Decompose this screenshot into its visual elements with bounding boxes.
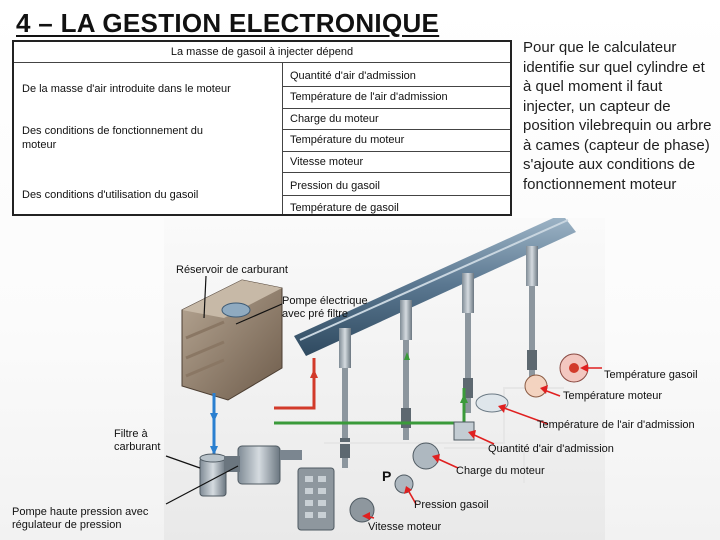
cell-engine-temperature: Température du moteur bbox=[290, 134, 405, 146]
slide-title: 4 – LA GESTION ELECTRONIQUE bbox=[16, 8, 440, 38]
flow-arrows bbox=[210, 352, 468, 455]
cell-engine-speed: Vitesse moteur bbox=[290, 156, 364, 168]
injectors bbox=[339, 246, 538, 468]
label-engine-load: Charge du moteur bbox=[456, 465, 545, 477]
label-engine-temperature: Température moteur bbox=[563, 390, 663, 402]
fuel-tank bbox=[181, 279, 283, 401]
cell-air-temperature: Température de l'air d'admission bbox=[290, 91, 448, 103]
criteria-table: La masse de gasoil à injecter dépend De … bbox=[12, 40, 512, 216]
label-air-quantity: Quantité d'air d'admission bbox=[488, 443, 614, 455]
engine-temperature-sensor bbox=[524, 374, 548, 398]
cell-fuel-temperature: Température de gasoil bbox=[290, 202, 399, 214]
table-header: La masse de gasoil à injecter dépend bbox=[14, 42, 510, 63]
label-fuel-pressure: Pression gasoil bbox=[414, 499, 489, 511]
label-engine-speed: Vitesse moteur bbox=[368, 521, 442, 533]
label-fuel-temperature: Température gasoil bbox=[604, 369, 698, 381]
ecu bbox=[297, 467, 335, 531]
label-air-temperature: Température de l'air d'admission bbox=[537, 419, 695, 431]
label-p-marker: P bbox=[382, 468, 392, 484]
common-rail-diagram bbox=[164, 218, 605, 540]
cell-air-quantity: Quantité d'air d'admission bbox=[290, 70, 416, 82]
high-pressure-pump bbox=[224, 445, 302, 485]
label-electric-pump: Pompe électrique avec pré filtre bbox=[282, 295, 368, 320]
row-engine-conditions: Des conditions de fonctionnement du mote… bbox=[22, 125, 204, 151]
common-rail bbox=[294, 218, 576, 356]
side-explanation: Pour que le calculateur identifie sur qu… bbox=[523, 39, 712, 193]
speed-sensor bbox=[349, 497, 375, 523]
cell-engine-load: Charge du moteur bbox=[290, 113, 379, 125]
label-high-pressure-pump: Pompe haute pression avec régulateur de … bbox=[12, 506, 149, 531]
callout-lines bbox=[165, 275, 283, 505]
cell-fuel-pressure: Pression du gasoil bbox=[290, 180, 380, 192]
air-mass-sensor bbox=[453, 421, 475, 441]
fuel-filter bbox=[199, 453, 227, 497]
row-fuel-conditions: Des conditions d'utilisation du gasoil bbox=[22, 189, 199, 201]
pointer-heads bbox=[362, 364, 588, 520]
label-filter: Filtre à carburant bbox=[114, 428, 161, 453]
table-divider bbox=[282, 62, 283, 214]
label-reservoir: Réservoir de carburant bbox=[176, 264, 288, 276]
row-air-mass: De la masse d'air introduite dans le mot… bbox=[22, 83, 231, 95]
